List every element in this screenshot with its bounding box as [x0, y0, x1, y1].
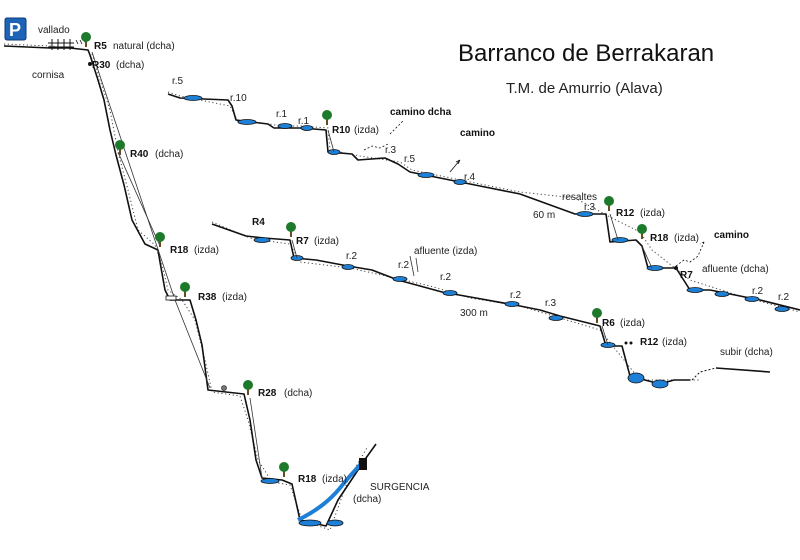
r40-note: (dcha)	[155, 149, 183, 160]
upper-r2b: r.2	[778, 292, 790, 303]
upper-r2: r.2	[752, 286, 764, 297]
r18b-note: (izda)	[322, 474, 347, 485]
upper-r3b: r.3	[584, 202, 596, 213]
r5-label: R5	[94, 41, 107, 52]
tree-icon	[322, 110, 332, 125]
r38-label: R38	[198, 292, 217, 303]
middle-r2c: r.2	[440, 272, 452, 283]
tree-icon	[81, 32, 91, 47]
cornisa-label: cornisa	[32, 70, 65, 81]
parking-sign-icon: P	[4, 17, 27, 41]
middle-R6-note: (izda)	[620, 318, 645, 329]
subir-dcha-label: subir (dcha)	[720, 347, 773, 358]
surgencia-note: (dcha)	[353, 494, 381, 505]
upper-r4: r.4	[464, 172, 476, 183]
tree-icon	[115, 140, 125, 155]
middle-R12-note: (izda)	[662, 337, 687, 348]
middle-section-profile	[211, 221, 771, 389]
middle-R7-note: (izda)	[314, 236, 339, 247]
upper-r3: r.3	[385, 145, 397, 156]
r18-label: R18	[170, 245, 189, 256]
middle-R4: R4	[252, 217, 265, 228]
middle-r2b: r.2	[398, 260, 410, 271]
upper-R18-note: (izda)	[674, 233, 699, 244]
svg-text:P: P	[9, 20, 21, 40]
upper-r5b: r.5	[404, 154, 416, 165]
middle-r2d: r.2	[510, 290, 522, 301]
r30-note: (dcha)	[116, 60, 144, 71]
upper-R10-note: (izda)	[354, 125, 379, 136]
r38-note: (izda)	[222, 292, 247, 303]
map-title: Barranco de Berrakaran	[458, 40, 714, 67]
upper-60m: 60 m	[533, 210, 555, 221]
tree-icon	[604, 196, 614, 211]
r28-note: (dcha)	[284, 388, 312, 399]
middle-r3: r.3	[545, 298, 557, 309]
afluente-dcha-label: afluente (dcha)	[702, 264, 769, 275]
middle-300m: 300 m	[460, 308, 488, 319]
camino-dcha-label: camino dcha	[390, 107, 452, 118]
upper-R12-note: (izda)	[640, 208, 665, 219]
vallado-label: vallado	[38, 25, 70, 36]
camino-label-2: camino	[714, 230, 749, 241]
r40-label: R40	[130, 149, 149, 160]
upper-r5: r.5	[172, 76, 184, 87]
upper-R7: R7	[680, 270, 693, 281]
middle-R7: R7	[296, 236, 309, 247]
afluente-izda-label: afluente (izda)	[414, 246, 477, 257]
r18-note: (izda)	[194, 245, 219, 256]
r18b-label: R18	[298, 474, 317, 485]
map-subtitle: T.M. de Amurrio (Alava)	[506, 80, 663, 97]
upper-R10: R10	[332, 125, 351, 136]
tree-icon	[637, 224, 647, 239]
resaltes-label: resaltes	[562, 192, 597, 203]
middle-R12: R12	[640, 337, 659, 348]
upper-section-profile	[167, 91, 800, 313]
main-descent-profile	[3, 39, 377, 531]
tree-icon	[286, 222, 296, 237]
surgencia-label: SURGENCIA	[370, 482, 430, 493]
upper-r1b: r.1	[298, 116, 310, 127]
tree-icon	[592, 308, 602, 323]
upper-r10: r.10	[230, 93, 247, 104]
tree-icon	[279, 462, 289, 477]
middle-r2a: r.2	[346, 251, 358, 262]
tree-icon	[180, 282, 190, 297]
anchor-icon	[674, 266, 678, 270]
upper-R18: R18	[650, 233, 669, 244]
fence-icon	[48, 39, 74, 50]
r5-note: natural (dcha)	[113, 41, 175, 52]
middle-R6: R6	[602, 318, 615, 329]
r28-label: R28	[258, 388, 277, 399]
r30-label: R30	[92, 60, 111, 71]
tree-icon	[243, 380, 253, 395]
camino-label-1: camino	[460, 128, 495, 139]
upper-R12: R12	[616, 208, 635, 219]
anchor-icon	[88, 62, 92, 66]
upper-r1a: r.1	[276, 109, 288, 120]
